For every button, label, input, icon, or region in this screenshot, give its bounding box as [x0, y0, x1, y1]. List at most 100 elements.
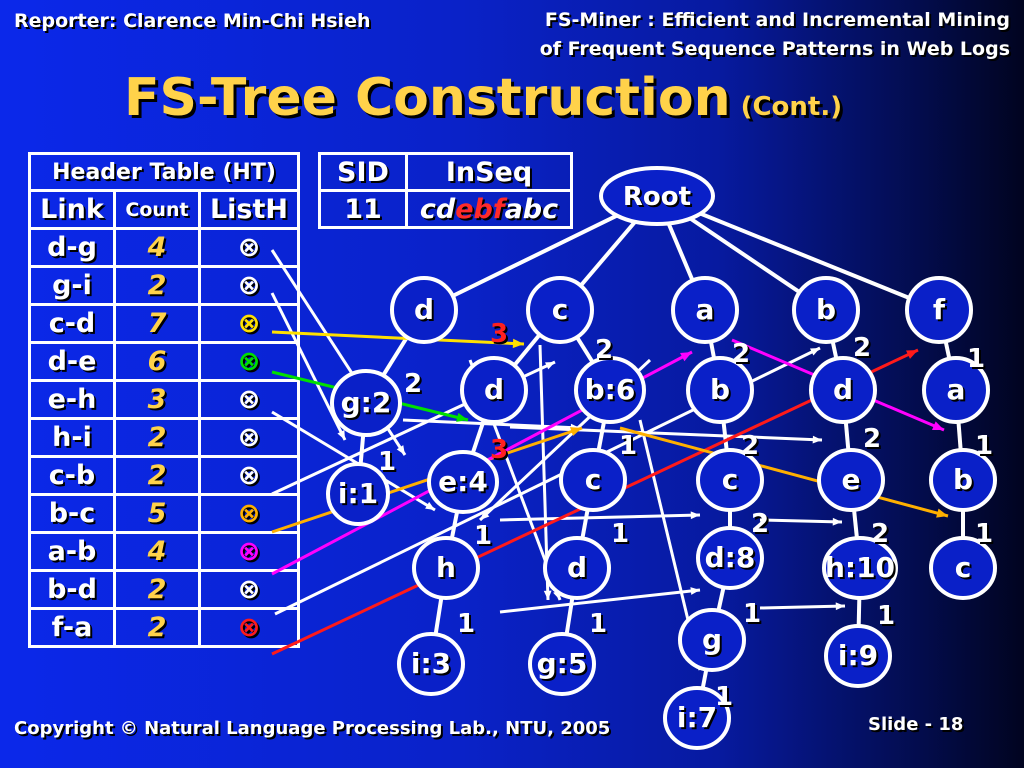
- arrow-head: [835, 602, 845, 611]
- list-pointer-icon: ⊗: [237, 498, 261, 529]
- listh-cell: ⊗: [198, 417, 300, 458]
- list-pointer-icon: ⊗: [237, 422, 261, 453]
- count-shadow: 1: [717, 684, 735, 714]
- node-shape: [809, 356, 877, 424]
- node-label-shadow: g:5: [539, 649, 590, 682]
- arrow-head: [396, 445, 405, 455]
- arrow-head: [690, 587, 700, 595]
- node-shape: [559, 448, 627, 512]
- count-value: 1: [457, 609, 475, 639]
- list-pointer-icon: ⊗: [237, 460, 261, 491]
- listh-cell: ⊗: [198, 227, 300, 268]
- highlight-link-arrow: [619, 426, 949, 518]
- node-label-shadow: i:7: [679, 703, 719, 736]
- link-cell: g-i: [28, 265, 116, 306]
- tree-edge: [656, 194, 940, 312]
- list-pointer-icon: ⊗: [237, 232, 261, 263]
- tree-node-n_i7: i:7i:7: [663, 686, 731, 750]
- sid-value: 11: [318, 189, 408, 229]
- listh-cell: ⊗: [198, 265, 300, 306]
- node-label-shadow: h: [438, 553, 458, 586]
- edge-count: 11: [975, 519, 995, 551]
- arrow-head: [512, 338, 524, 349]
- tree-node-n_g: gg: [678, 608, 746, 672]
- count-shadow: 1: [380, 449, 398, 479]
- tree-node-n_bde: ee: [817, 448, 885, 512]
- edge-count: 22: [863, 424, 883, 456]
- node-label: a: [947, 373, 966, 406]
- node-label: e: [842, 463, 861, 496]
- slide-title-sub: (Cont.): [740, 92, 843, 122]
- tree-node-n_h: hh: [412, 536, 480, 600]
- arrow-head: [812, 435, 822, 444]
- arrow-head: [480, 510, 490, 520]
- node-shape: [528, 632, 596, 696]
- count-shadow: 1: [459, 611, 477, 641]
- node-label: b:6: [585, 373, 636, 406]
- col-link: Link: [28, 189, 116, 230]
- node-label: g:2: [341, 386, 392, 419]
- sequence-table: SID InSeq 11 cdebfabc: [318, 152, 573, 229]
- arrow-head: [680, 352, 692, 362]
- node-label: b: [816, 293, 836, 326]
- edge-count: 22: [871, 519, 891, 551]
- count-shadow: 2: [753, 511, 771, 541]
- link-cell: b-c: [28, 493, 116, 534]
- count-cell: 6: [113, 341, 201, 382]
- node-label-shadow: b:6: [587, 375, 638, 408]
- count-value: 1: [715, 682, 733, 712]
- node-label-shadow: c: [724, 465, 741, 498]
- edge-count: 11: [877, 601, 897, 633]
- count-value: 1: [975, 519, 993, 549]
- count-cell: 2: [113, 265, 201, 306]
- arrow-head: [810, 348, 820, 356]
- node-link-arrow: [509, 425, 823, 442]
- node-label-shadow: d: [835, 375, 855, 408]
- node-label: b: [953, 463, 973, 496]
- listh-cell: ⊗: [198, 303, 300, 344]
- node-shape: [526, 276, 594, 344]
- arrow-head: [832, 517, 842, 526]
- arrow-head: [932, 421, 944, 430]
- count-shadow: 1: [745, 601, 763, 631]
- edge-count: 11: [619, 431, 639, 463]
- count-shadow: 1: [476, 523, 494, 553]
- arrow-head: [425, 501, 435, 510]
- edge-count: 22: [853, 333, 873, 365]
- header-table-caption: Header Table (HT): [28, 152, 300, 192]
- node-shape: [824, 624, 892, 688]
- highlight-link-arrow: [271, 426, 583, 534]
- count-cell: 4: [113, 227, 201, 268]
- node-label: c: [722, 463, 739, 496]
- link-cell: e-h: [28, 379, 116, 420]
- listh-cell: ⊗: [198, 531, 300, 572]
- edge-count: 22: [404, 369, 424, 401]
- arrow-head: [936, 508, 948, 518]
- count-value: 2: [595, 335, 613, 365]
- node-shape: [905, 276, 973, 344]
- col-count: Count: [113, 189, 201, 230]
- list-pointer-icon: ⊗: [237, 308, 261, 339]
- listh-cell: ⊗: [198, 607, 300, 648]
- tree-node-n_b: bb: [792, 276, 860, 344]
- count-value: 2: [741, 431, 759, 461]
- node-label-shadow: g: [704, 625, 724, 658]
- inseq-part-a: cd: [419, 193, 456, 225]
- highlight-link-arrow: [271, 330, 525, 346]
- col-listh: ListH: [198, 189, 300, 230]
- count-shadow: 1: [977, 521, 995, 551]
- count-value: 2: [853, 333, 871, 363]
- tree-node-n_cd: dd: [460, 356, 528, 424]
- count-cell: 3: [113, 379, 201, 420]
- node-label-shadow: i:9: [840, 641, 880, 674]
- edge-count: 11: [967, 344, 987, 376]
- listh-cell: ⊗: [198, 569, 300, 610]
- count-shadow: 2: [406, 371, 424, 401]
